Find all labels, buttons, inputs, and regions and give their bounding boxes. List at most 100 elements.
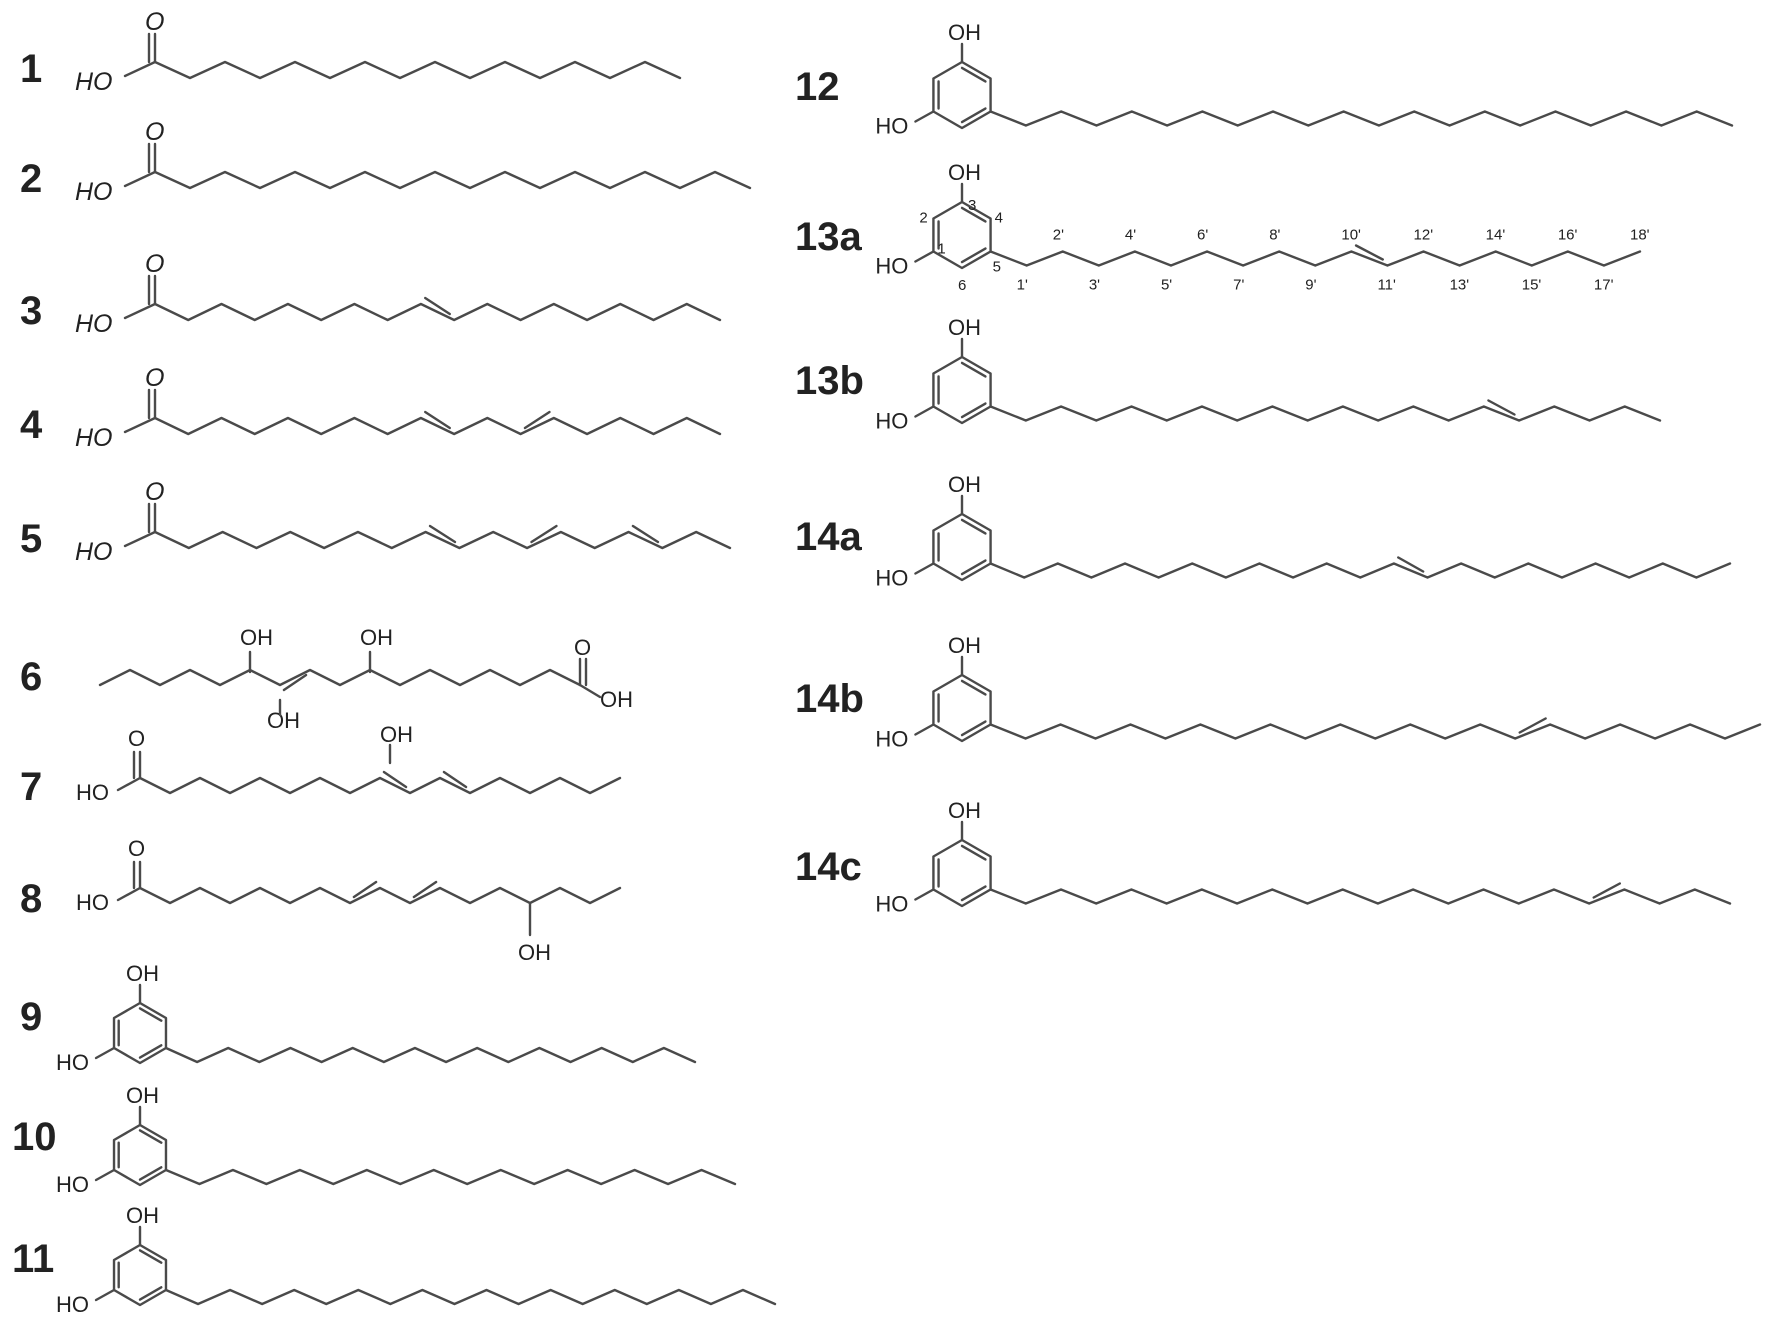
compound-label: 11 (12, 1237, 54, 1281)
c-oh-bond (914, 405, 935, 418)
double-bond (523, 410, 551, 430)
ring-atom-number: 1 (937, 241, 945, 258)
c-oh-bond (123, 416, 157, 434)
compound-label: 10 (12, 1115, 57, 1159)
aromatic-double-bond (960, 361, 987, 378)
aromatic-double-bond (960, 402, 987, 419)
hydroxyl-label: OH (948, 315, 981, 340)
chain-atom-number: 15' (1522, 277, 1542, 294)
aromatic-double-bond (138, 1249, 163, 1264)
compound-label: 1 (20, 47, 42, 91)
double-bond (382, 770, 408, 789)
hydroxyl-label: HO (56, 1050, 89, 1075)
benzene-ring (932, 200, 992, 270)
double-bond (424, 410, 451, 430)
compound-label: 4 (20, 403, 43, 447)
ring-atom-number: 5 (993, 259, 1001, 276)
chain-atom-number: 6' (1197, 227, 1208, 244)
hydroxyl-label: HO (875, 254, 908, 279)
alkyl-chain (153, 416, 722, 436)
aromatic-double-bond (138, 1007, 163, 1022)
hydroxyl-label: OH (380, 722, 413, 747)
chain-atom-number: 7' (1233, 277, 1244, 294)
alkyl-chain (989, 405, 1662, 422)
aromatic-double-bond (960, 679, 987, 696)
hydroxyl-label: HO (75, 178, 113, 206)
double-bond (631, 524, 660, 544)
c-oh-bond (914, 888, 935, 901)
benzene-ring (112, 1001, 168, 1065)
hydroxyl-label: HO (76, 890, 109, 915)
oxygen-label: O (128, 726, 145, 751)
aromatic-double-bond (960, 720, 987, 737)
c-oh-bond (123, 302, 157, 320)
c-oh-bond (116, 776, 142, 792)
chain-atom-number: 5' (1161, 277, 1172, 294)
chain-atom-number: 8' (1269, 227, 1280, 244)
compound-9: 9 OH HO (20, 961, 697, 1075)
oxygen-label: O (145, 364, 164, 392)
chain-atom-number: 12' (1414, 227, 1434, 244)
compound-label: 6 (20, 655, 42, 699)
c-oh-bond (914, 723, 935, 736)
double-bond (530, 524, 558, 544)
aromatic-double-bond (960, 206, 987, 223)
double-bond (1397, 556, 1425, 573)
hydroxyl-label: HO (75, 68, 113, 96)
chain-atom-number: 18' (1630, 227, 1650, 244)
alkyl-chain (98, 668, 582, 687)
double-bond (1518, 717, 1547, 734)
hydroxyl-label: OH (126, 961, 159, 986)
hydroxyl-label: HO (56, 1292, 89, 1317)
oxygen-label: O (145, 478, 164, 506)
chain-atom-number: 2' (1053, 227, 1064, 244)
c-oh-bond (94, 1046, 116, 1060)
hydroxyl-label: OH (948, 20, 981, 45)
alkyl-chain (164, 1046, 697, 1064)
ring-atom-number: 2 (919, 210, 927, 227)
hydroxyl-label: OH (518, 940, 551, 965)
c-oh-bond (123, 60, 157, 78)
compound-label: 12 (795, 65, 840, 109)
compound-label: 7 (20, 765, 42, 809)
hydroxyl-label: HO (875, 409, 908, 434)
double-bond (412, 880, 438, 899)
aromatic-double-bond (138, 1166, 163, 1181)
hydroxyl-label: OH (948, 798, 981, 823)
aromatic-double-bond (960, 66, 987, 83)
compound-label: 13b (795, 359, 864, 403)
double-bond (424, 296, 451, 316)
oxygen-label: O (145, 250, 164, 278)
chain-atom-number: 9' (1305, 277, 1316, 294)
chain-atom-number: 10' (1341, 227, 1361, 244)
alkyl-chain (153, 302, 722, 322)
hydroxyl-label: OH (600, 687, 633, 712)
double-bond (352, 880, 378, 899)
compound-label: 5 (20, 517, 42, 561)
benzene-ring (932, 355, 992, 425)
alkyl-chain (989, 723, 1762, 740)
c-oh-bond (914, 110, 935, 123)
hydroxyl-label: OH (948, 472, 981, 497)
hydroxyl-label: OH (360, 625, 393, 650)
compound-label: 8 (20, 877, 42, 921)
chain-atom-number: 14' (1486, 227, 1506, 244)
chain-atom-number: 1' (1017, 277, 1028, 294)
oxygen-label: O (574, 635, 591, 660)
c-oh-bond (123, 530, 157, 548)
hydroxyl-label: OH (948, 633, 981, 658)
aromatic-double-bond (960, 885, 987, 902)
c-oh-bond (914, 562, 935, 575)
benzene-ring (112, 1123, 168, 1187)
compound-label: 9 (20, 995, 42, 1039)
oxygen-label: O (145, 118, 164, 146)
ring-atom-number: 3 (968, 197, 976, 214)
